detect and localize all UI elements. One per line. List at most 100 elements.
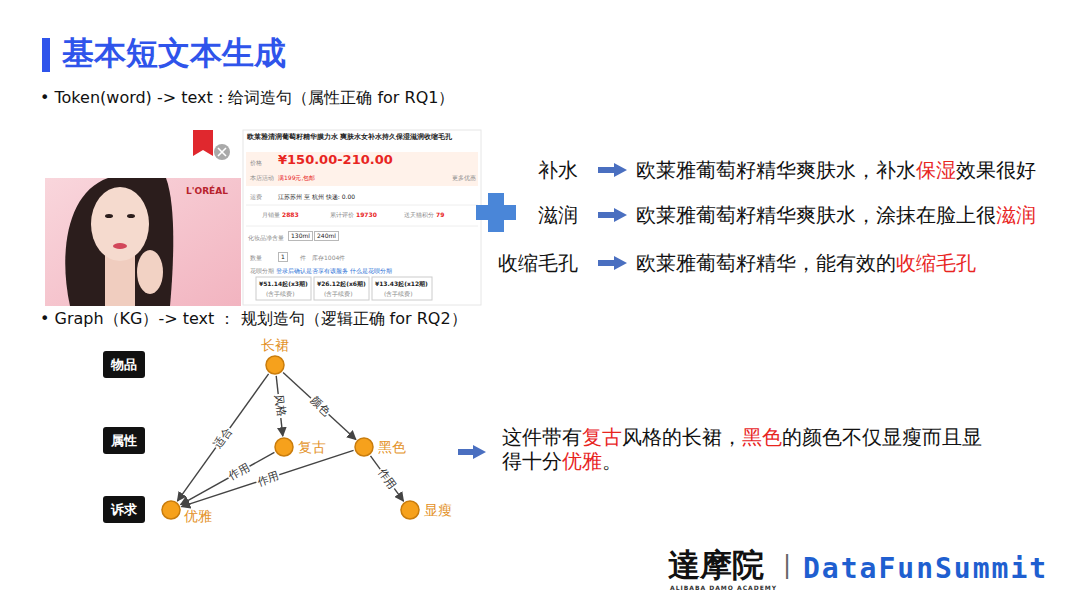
node-label: 黑色 bbox=[378, 438, 406, 456]
sentence-part: 欧莱雅葡萄籽精华爽肤水，补水 bbox=[636, 158, 916, 182]
field-name: 花呗分期 bbox=[250, 267, 274, 275]
quantity-box: 1 bbox=[278, 252, 288, 262]
separator: | bbox=[783, 550, 791, 580]
node-circle-shape bbox=[162, 501, 180, 519]
generated-sentence: 欧莱雅葡萄籽精华爽肤水，涂抹在脸上很滋润 bbox=[636, 203, 1076, 227]
lips bbox=[113, 243, 127, 249]
product-panel bbox=[243, 130, 481, 305]
field-name: 化妆品净含量 bbox=[248, 234, 284, 242]
sentence-part: 滋润 bbox=[996, 203, 1036, 227]
slide-title: 基本短文本生成 bbox=[62, 34, 286, 72]
sentence-part: 收缩毛孔 bbox=[896, 251, 976, 275]
sentence-part: 欧莱雅葡萄籽精华，能有效的 bbox=[636, 251, 896, 275]
field-name: 数量 bbox=[250, 254, 262, 262]
sentence-part: 这件带有 bbox=[502, 425, 582, 449]
link-text: 更多优惠 bbox=[452, 174, 476, 182]
layer-tag: 属性 bbox=[103, 427, 145, 454]
brand-logo: L'ORÉAL bbox=[186, 186, 228, 197]
concept-node: 显瘦 bbox=[400, 500, 420, 520]
node-circle bbox=[354, 437, 374, 457]
stat-value: 79 bbox=[436, 211, 444, 219]
relation-label: 风格 bbox=[272, 393, 288, 418]
installment-price: ¥26.12起(x6期) bbox=[317, 280, 366, 288]
sentence-part: 风格的长裙， bbox=[622, 425, 742, 449]
relation-label: 作用 bbox=[225, 461, 252, 484]
stat-name: 月销量 bbox=[262, 211, 280, 219]
installment-price: ¥51.14起(x3期) bbox=[259, 280, 308, 288]
plus-sign bbox=[488, 193, 504, 232]
sentence-part: 。 bbox=[602, 449, 622, 473]
generated-sentence: 欧莱雅葡萄籽精华，能有效的收缩毛孔 bbox=[636, 251, 1076, 275]
product-photo bbox=[45, 178, 241, 306]
node-label: 复古 bbox=[298, 438, 326, 456]
stat-name: 累计评价 bbox=[330, 211, 354, 219]
concept-node: 优雅 bbox=[161, 500, 181, 520]
option-chip: 240ml bbox=[314, 231, 339, 241]
node-label: 诉求 bbox=[111, 502, 137, 518]
arrow-icon bbox=[598, 163, 627, 177]
fee-note: (含手续费) bbox=[266, 290, 295, 298]
relation-arrow bbox=[283, 372, 356, 439]
arrow-icon bbox=[598, 256, 627, 270]
option-chip: 130ml bbox=[288, 231, 313, 241]
hair bbox=[65, 178, 173, 306]
node-circle bbox=[265, 355, 285, 375]
relation-arrow bbox=[181, 450, 353, 506]
divider bbox=[246, 205, 478, 206]
fee-note: (含手续费) bbox=[384, 290, 413, 298]
concept-node: 复古 bbox=[274, 437, 294, 457]
layer-tag: 物品 bbox=[103, 351, 145, 378]
arrow-icon bbox=[598, 208, 627, 222]
concept-node: 长裙 bbox=[265, 355, 285, 375]
promo-text: 满199元,包邮 bbox=[278, 174, 315, 182]
sentence-part: 复古 bbox=[582, 425, 622, 449]
relation-label: 作用 bbox=[375, 465, 400, 492]
relation-label: 适合 bbox=[211, 424, 236, 451]
installment-box bbox=[314, 277, 369, 300]
field-name: 价格 bbox=[250, 159, 262, 167]
logo-text: 達摩院 bbox=[668, 545, 764, 585]
product-title: 欧莱雅清润葡萄籽精华膜力水 爽肤水女补水持久保湿滋润收缩毛孔 bbox=[247, 133, 479, 142]
node-circle-shape bbox=[266, 356, 284, 374]
generated-sentence: 这件带有复古风格的长裙，黑色的颜色不仅显瘦而且显得十分优雅。 bbox=[502, 425, 992, 473]
shipping-text: 江苏苏州 至 杭州 快递: 0.00 bbox=[278, 193, 355, 201]
sentence-part: 保湿 bbox=[916, 158, 956, 182]
eye bbox=[105, 214, 113, 218]
event-name: DataFunSummit bbox=[803, 551, 1048, 586]
stat-value: 19730 bbox=[356, 211, 377, 219]
node-label: 物品 bbox=[111, 357, 137, 373]
stat-value: 2883 bbox=[282, 211, 299, 219]
badge bbox=[193, 130, 213, 156]
face bbox=[91, 187, 149, 261]
installment-box bbox=[372, 277, 432, 300]
unit-text: 件 bbox=[300, 254, 306, 262]
attribute-word: 收缩毛孔 bbox=[498, 251, 578, 276]
logo-subtitle: ALIBABA DAMO ACADEMY bbox=[670, 584, 777, 592]
node-label: 显瘦 bbox=[424, 501, 452, 519]
bullet-text: • Graph（KG）-> text ： 规划造句（逻辑正确 for RQ2） bbox=[40, 309, 467, 329]
installment-price: ¥13.43起(x12期) bbox=[375, 280, 428, 288]
attribute-word: 滋润 bbox=[538, 203, 578, 228]
node-circle-shape bbox=[401, 501, 419, 519]
node-label: 属性 bbox=[111, 433, 137, 449]
node-circle bbox=[400, 500, 420, 520]
node-circle-shape bbox=[355, 438, 373, 456]
link-text: 登录后确认是否享有该服务 什么是花呗分期 bbox=[276, 267, 392, 275]
bullet-text: • Token(word) -> text : 给词造句（属性正确 for RQ… bbox=[40, 88, 454, 108]
field-name: 本店活动 bbox=[250, 174, 274, 182]
field-name: 运费 bbox=[250, 193, 262, 201]
sentence-part: 优雅 bbox=[562, 449, 602, 473]
sentence-part: 黑色 bbox=[742, 425, 782, 449]
generated-sentence: 欧莱雅葡萄籽精华爽肤水，补水保湿效果很好 bbox=[636, 158, 1076, 182]
close-cross bbox=[218, 148, 226, 156]
price-band bbox=[246, 152, 478, 186]
stock-text: 库存1004件 bbox=[312, 254, 345, 262]
node-circle bbox=[161, 500, 181, 520]
eye bbox=[127, 214, 135, 218]
price: ¥150.00-210.00 bbox=[278, 152, 393, 168]
concept-node: 黑色 bbox=[354, 437, 374, 457]
close-icon bbox=[214, 144, 230, 160]
attribute-word: 补水 bbox=[538, 158, 578, 183]
node-label: 优雅 bbox=[184, 507, 212, 525]
